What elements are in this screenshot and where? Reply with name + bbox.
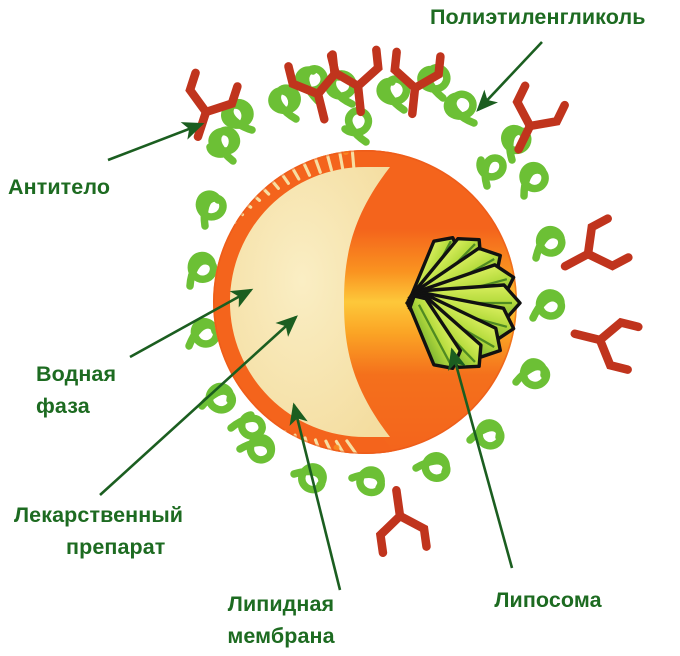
antibody-stem xyxy=(353,81,365,117)
arrow-lipid-membrane xyxy=(289,402,342,591)
antibody xyxy=(284,51,341,124)
label-lipid-membrane-line2: мембрана xyxy=(227,624,335,648)
drug-crystal-group xyxy=(405,235,522,371)
peg-chain xyxy=(466,419,505,450)
antibody-arm-left xyxy=(395,511,431,551)
label-group: Полиэтиленгликоль Антитело Водная фаза Л… xyxy=(8,5,646,648)
antibody xyxy=(560,214,633,271)
antibody-arm-left xyxy=(390,47,420,93)
antibody-stem xyxy=(408,83,420,119)
aqueous-lumen xyxy=(229,166,390,437)
antibody xyxy=(375,486,431,557)
peg-chain xyxy=(512,358,551,390)
label-antibody: Антитело xyxy=(8,175,110,199)
antibody-arm-right xyxy=(201,82,242,117)
antibody-stem xyxy=(514,121,535,154)
peg-chain xyxy=(290,463,327,494)
peg-chain xyxy=(412,452,451,482)
antibody-arm-left xyxy=(583,214,612,259)
peg-chain xyxy=(529,289,566,322)
peg-chain xyxy=(185,317,221,350)
antibody-arm-left xyxy=(595,317,643,345)
peg-chain xyxy=(236,434,276,464)
peg-chain-group-back xyxy=(185,63,566,497)
label-aqueous-phase-line1: Водная xyxy=(36,362,116,386)
antibody-arm-right xyxy=(583,249,633,271)
peg-chain xyxy=(519,161,549,200)
antibody-stem xyxy=(570,329,605,345)
peg-chain xyxy=(532,225,566,262)
peg-chain xyxy=(443,90,478,127)
liposome-body xyxy=(213,150,517,454)
antibody xyxy=(512,81,569,154)
arrow-liposome xyxy=(448,347,514,569)
antibody-stem xyxy=(392,486,405,521)
antibody-arm-right xyxy=(375,511,405,557)
peg-chain xyxy=(186,251,218,290)
arrow-drug xyxy=(99,315,298,496)
peg-chain xyxy=(195,190,227,230)
antibody xyxy=(570,317,643,374)
peg-chain xyxy=(376,75,411,114)
peg-chain xyxy=(268,84,301,123)
peg-chain xyxy=(348,466,385,497)
antibody-arm-left xyxy=(512,81,535,131)
antibody xyxy=(390,47,445,119)
antibody-group xyxy=(185,45,643,557)
peg-chain xyxy=(206,126,241,165)
label-lipid-membrane-line1: Липидная xyxy=(228,592,334,616)
antibody-arm-right xyxy=(525,100,569,131)
antibody-arm-right xyxy=(353,45,383,91)
peg-chain xyxy=(221,98,256,134)
antibody-stem xyxy=(560,249,593,271)
arrow-aqueous-phase xyxy=(129,288,254,359)
peg-chain xyxy=(476,154,507,190)
label-liposome: Липосома xyxy=(494,588,602,612)
cutaway-region xyxy=(213,150,395,454)
antibody-stem xyxy=(313,89,329,124)
label-drug-line2: препарат xyxy=(66,535,165,559)
antibody-arm-right xyxy=(313,51,341,99)
arrow-antibody xyxy=(107,122,205,162)
antibody-arm-left xyxy=(284,62,323,99)
drug-crystal-facet xyxy=(417,304,452,366)
label-aqueous-phase-line2: фаза xyxy=(36,394,91,418)
label-drug-line1: Лекарственный xyxy=(14,503,183,527)
peg-chain xyxy=(198,382,237,414)
antibody-arm-left xyxy=(185,68,211,117)
label-polyethylene-glycol: Полиэтиленгликоль xyxy=(430,5,646,29)
peg-chain xyxy=(227,411,266,440)
leader-arrow-group xyxy=(99,41,543,591)
antibody-arm-right xyxy=(595,335,632,374)
arrow-polyethylene-glycol xyxy=(476,41,543,112)
antibody-arm-right xyxy=(410,52,445,93)
